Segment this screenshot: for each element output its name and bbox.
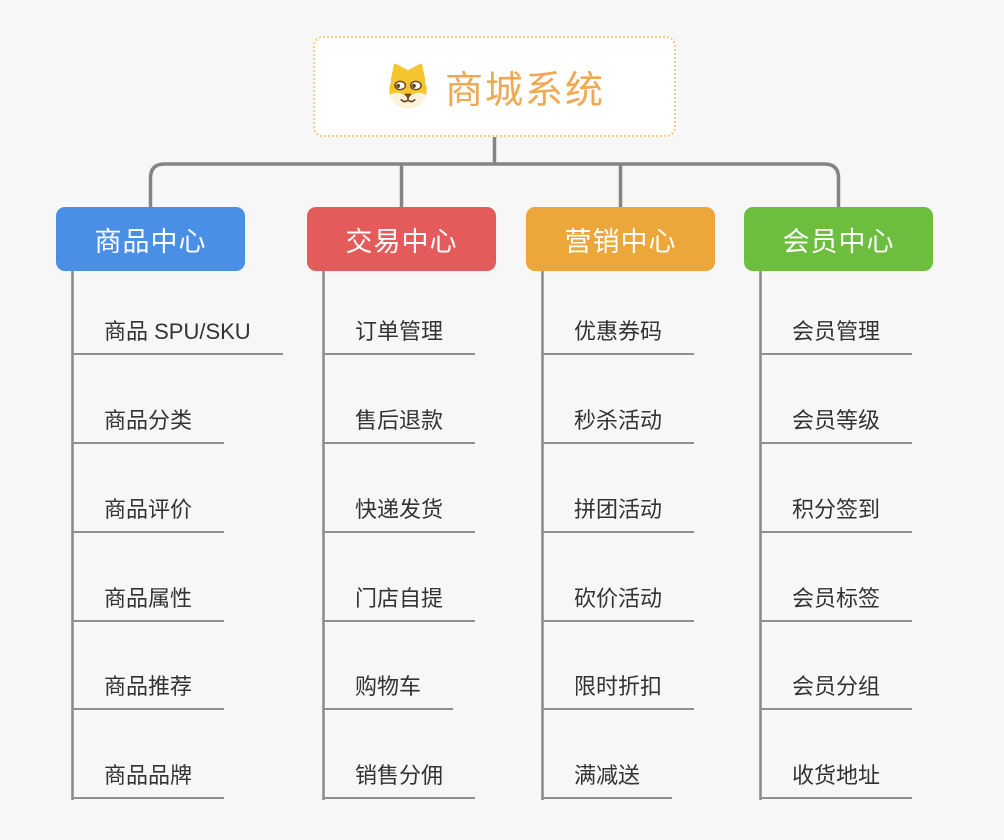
branch-label: 营销中心 [564,226,677,257]
child-topic-limited-time-discount[interactable]: 限时折扣 [542,674,695,710]
child-topic-product-category[interactable]: 商品分类 [72,408,225,444]
column-trunk-lines [71,271,762,800]
child-topic-points-check-in[interactable]: 积分签到 [760,497,913,533]
child-topic-flash-sale[interactable]: 秒杀活动 [542,408,695,444]
child-topic-product-attribute[interactable]: 商品属性 [72,586,225,622]
tree-connectors [148,137,841,207]
branch-node-product-center[interactable]: 商品中心 [56,207,245,271]
child-topic-coupon-code[interactable]: 优惠券码 [542,319,695,355]
branch-label: 会员中心 [782,226,895,257]
child-topic-group-buy[interactable]: 拼团活动 [542,497,695,533]
child-topic-member-tag[interactable]: 会员标签 [760,586,913,622]
child-topic-member-level[interactable]: 会员等级 [760,408,913,444]
branch-node-member-center[interactable]: 会员中心 [744,207,933,271]
child-topic-full-reduction[interactable]: 满减送 [542,763,673,799]
child-topic-sales-commission[interactable]: 销售分佣 [323,763,476,799]
child-topic-store-pickup[interactable]: 门店自提 [323,586,476,622]
dog-face-icon [384,63,432,111]
child-topic-product-review[interactable]: 商品评价 [72,497,225,533]
child-topic-product-brand[interactable]: 商品品牌 [72,763,225,799]
child-topic-product-recommend[interactable]: 商品推荐 [72,674,225,710]
root-node[interactable]: 商城系统 [313,36,676,137]
branch-node-marketing-center[interactable]: 营销中心 [526,207,715,271]
branch-label: 交易中心 [345,226,458,257]
branch-node-trade-center[interactable]: 交易中心 [307,207,496,271]
root-title: 商城系统 [444,70,605,112]
child-topic-after-sales-refund[interactable]: 售后退款 [323,408,476,444]
branch-label: 商品中心 [94,226,207,257]
child-topic-bargain-activity[interactable]: 砍价活动 [542,586,695,622]
child-topic-shipping-address[interactable]: 收货地址 [760,763,913,799]
child-topic-shopping-cart[interactable]: 购物车 [323,674,454,710]
child-topic-member-management[interactable]: 会员管理 [760,319,913,355]
child-topic-member-group[interactable]: 会员分组 [760,674,913,710]
child-topic-product-spu-sku[interactable]: 商品 SPU/SKU [72,319,283,355]
child-topic-order-management[interactable]: 订单管理 [323,319,476,355]
child-topic-express-delivery[interactable]: 快递发货 [323,497,476,533]
